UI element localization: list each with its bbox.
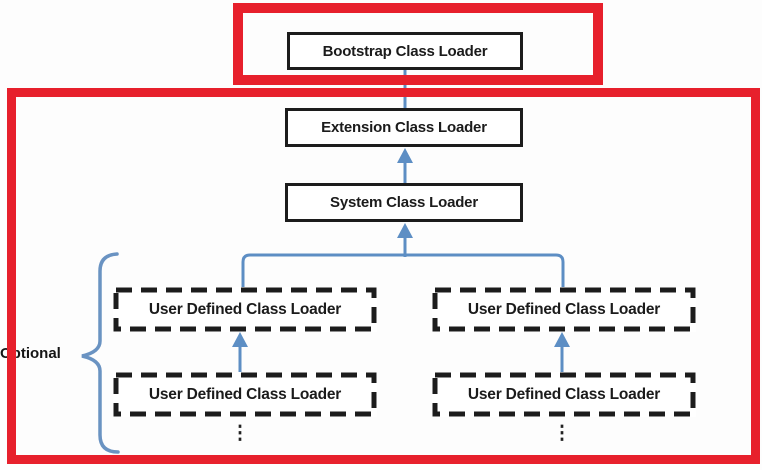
connector-fan <box>241 253 565 291</box>
user-defined-class-loader-box-bottom-left: User Defined Class Loader <box>113 372 377 417</box>
arrow-fan-to-system-head <box>397 223 413 238</box>
extension-class-loader-label: Extension Class Loader <box>321 119 487 136</box>
bootstrap-class-loader-box: Bootstrap Class Loader <box>287 32 523 70</box>
user-defined-class-loader-label: User Defined Class Loader <box>148 300 342 318</box>
system-class-loader-label: System Class Loader <box>330 194 478 211</box>
user-defined-class-loader-box-top-right: User Defined Class Loader <box>432 287 696 332</box>
user-defined-class-loader-label: User Defined Class Loader <box>467 300 661 318</box>
dashed-border <box>113 372 377 417</box>
arrow-system-to-extension-head <box>397 148 413 163</box>
user-defined-class-loader-label: User Defined Class Loader <box>148 385 342 403</box>
dashed-border <box>432 287 696 332</box>
optional-label: Optional <box>0 345 61 362</box>
system-class-loader-box: System Class Loader <box>285 183 523 222</box>
dashed-border <box>113 287 377 332</box>
ellipsis-right: ⋮ <box>552 423 572 444</box>
user-defined-class-loader-box-top-left: User Defined Class Loader <box>113 287 377 332</box>
optional-brace <box>81 252 120 454</box>
user-defined-class-loader-label: User Defined Class Loader <box>467 385 661 403</box>
arrow-user-left-head <box>232 332 248 347</box>
dashed-border <box>432 372 696 417</box>
arrow-user-right-head <box>554 332 570 347</box>
user-defined-class-loader-box-bottom-right: User Defined Class Loader <box>432 372 696 417</box>
extension-class-loader-box: Extension Class Loader <box>285 108 523 147</box>
bootstrap-class-loader-label: Bootstrap Class Loader <box>322 42 488 60</box>
ellipsis-left: ⋮ <box>230 423 250 444</box>
